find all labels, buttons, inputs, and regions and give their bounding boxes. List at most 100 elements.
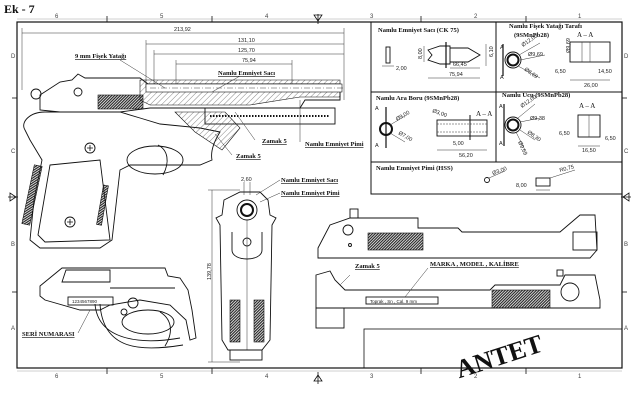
detail-box-chamber-end: Namlu Fişek Yatağı Tarafı (9SMnPb28) A A… bbox=[500, 23, 612, 89]
zone-left-D: D bbox=[11, 54, 16, 60]
box-chamber-title: Namlu Fişek Yatağı Tarafı bbox=[509, 23, 582, 30]
center-mark-top-icon bbox=[313, 14, 323, 24]
box-sleeve-dim-0: 2,00 bbox=[396, 66, 407, 72]
detail-box-safety-pin: Namlu Emniyet Pimi (HSS) Ø3,00 R0,75 8,0… bbox=[376, 164, 576, 191]
title-block bbox=[363, 328, 623, 369]
detail-box-muzzle: Namlu Ucu (9SMnPb28) A A Ø12,00 Ø9,38 Ø8… bbox=[499, 92, 616, 156]
zone-right-C: C bbox=[624, 149, 629, 155]
zone-top-6: 6 bbox=[55, 14, 59, 20]
slide-label-zamak: Zamak 5 bbox=[355, 263, 380, 270]
main-dimensions bbox=[21, 28, 345, 100]
sheet-border bbox=[16, 21, 623, 369]
box-sleeve-dim-2: 66,45 bbox=[453, 62, 467, 68]
zone-bottom-4: 4 bbox=[265, 374, 269, 380]
box-midtube-dim-0: Ø9,00 bbox=[395, 110, 411, 123]
frame-serial-plate: 1234567890 bbox=[72, 299, 98, 304]
zone-top-3: 3 bbox=[370, 14, 374, 20]
slide-view-lower bbox=[315, 267, 601, 329]
slide-marking-plate: Toprak , Sn , Cal. 9 mm bbox=[370, 299, 417, 304]
frame-serial-label: SERİ NUMARASI bbox=[22, 331, 75, 338]
front-dim-height: 139,78 bbox=[207, 263, 213, 280]
zone-bottom-5: 5 bbox=[160, 374, 164, 380]
box-chamber-mark-a1: A bbox=[500, 45, 504, 51]
detail-box-mid-tube: Namlu Ara Boru (9SMnPb28) A A Ø9,00 Ø7,0… bbox=[375, 95, 492, 159]
dim-barrel-length: 131,10 bbox=[238, 38, 255, 44]
box-muzzle-section: A – A bbox=[579, 102, 595, 110]
front-dim-width: 2,60 bbox=[241, 177, 252, 183]
box-muzzle-dim-2: Ø8,30 bbox=[526, 130, 542, 144]
box-chamber-dim-2: Ø8,69 bbox=[523, 67, 539, 81]
box-chamber-dim-5: 14,50 bbox=[598, 69, 612, 75]
box-midtube-dim-4: 56,20 bbox=[459, 153, 473, 159]
box-chamber-dim-1: Ø9,69 bbox=[528, 52, 543, 58]
center-mark-left-icon bbox=[8, 192, 18, 202]
box-midtube-dim-3: 5,00 bbox=[453, 141, 464, 147]
label-barrel-safety-sleeve: Namlu Emniyet Sacı bbox=[218, 70, 275, 77]
detail-box-sleeve: Namlu Emniyet Sacı (CK 75) 2,00 8,00 66,… bbox=[378, 27, 495, 79]
slide-view-upper bbox=[317, 208, 598, 259]
zone-bottom-1: 1 bbox=[578, 374, 582, 380]
zone-right-D: D bbox=[624, 54, 629, 60]
box-muzzle-dim-4: 6,50 bbox=[559, 131, 570, 137]
zone-left-B: B bbox=[11, 242, 15, 248]
box-pin-title: Namlu Emniyet Pimi (HSS) bbox=[376, 165, 453, 172]
box-muzzle-dim-1: Ø9,38 bbox=[530, 116, 545, 122]
dim-overall-length: 213,92 bbox=[174, 27, 191, 33]
slide-label-marking: MARKA , MODEL , KALİBRE bbox=[430, 261, 519, 268]
zone-bottom-6: 6 bbox=[55, 374, 59, 380]
bottom-zone-ticks bbox=[106, 368, 527, 374]
box-chamber-dim-4: 6,50 bbox=[555, 69, 566, 75]
left-zone-ticks bbox=[12, 97, 17, 293]
dim-sleeve-length: 75,94 bbox=[242, 58, 256, 64]
frame-view bbox=[39, 267, 197, 349]
box-muzzle-dim-3: Ø9,69 bbox=[516, 140, 528, 156]
zone-bottom-3: 3 bbox=[370, 374, 374, 380]
zone-top-1: 1 bbox=[578, 14, 582, 20]
right-zone-ticks bbox=[622, 97, 627, 293]
front-label-pin: Namlu Emniyet Pimi bbox=[281, 190, 340, 197]
label-chamber: 9 mm Fişek Yatağı bbox=[75, 53, 126, 60]
box-muzzle-title: Namlu Ucu (9SMnPb28) bbox=[502, 92, 570, 99]
box-midtube-title: Namlu Ara Boru (9SMnPb28) bbox=[376, 95, 459, 102]
sheet-title: Ek - 7 bbox=[4, 2, 35, 16]
box-pin-dim-2: 8,00 bbox=[516, 183, 527, 189]
box-sleeve-dim-3: 6,10 bbox=[489, 46, 495, 57]
box-midtube-dim-1: Ø7,00 bbox=[397, 131, 413, 144]
detail-panel bbox=[370, 21, 623, 195]
main-pistol-view: 213,92 131,10 125,70 75,94 bbox=[21, 27, 345, 249]
box-chamber-subtitle: (9SMnPb28) bbox=[514, 32, 549, 39]
box-midtube-mark-a1: A bbox=[375, 106, 379, 112]
label-zamak-lower: Zamak 5 bbox=[236, 153, 261, 160]
zone-left-C: C bbox=[11, 149, 16, 155]
box-chamber-dim-3: Ø9,69 bbox=[566, 38, 572, 53]
box-chamber-section: A – A bbox=[577, 31, 593, 39]
box-midtube-mark-a2: A bbox=[375, 143, 379, 149]
zone-top-5: 5 bbox=[160, 14, 164, 20]
center-mark-bottom-icon bbox=[313, 372, 323, 384]
box-muzzle-dim-5: 6,50 bbox=[605, 136, 616, 142]
zone-top-4: 4 bbox=[265, 14, 269, 20]
label-barrel-safety-pin: Namlu Emniyet Pimi bbox=[305, 141, 364, 148]
box-muzzle-dim-6: 16,50 bbox=[582, 148, 596, 154]
box-sleeve-dim-4: 75,94 bbox=[449, 72, 463, 78]
box-chamber-mark-a2: A bbox=[500, 75, 504, 81]
center-mark-right-icon bbox=[621, 192, 631, 202]
zone-bottom-2: 2 bbox=[474, 374, 478, 380]
dim-barrel-inner: 125,70 bbox=[238, 48, 255, 54]
zone-right-B: B bbox=[624, 242, 628, 248]
box-sleeve-title: Namlu Emniyet Sacı (CK 75) bbox=[378, 27, 459, 34]
label-zamak-upper: Zamak 5 bbox=[262, 138, 287, 145]
front-label-sleeve: Namlu Emniyet Sacı bbox=[281, 177, 338, 184]
box-pin-dim-0: Ø3,00 bbox=[492, 166, 508, 177]
box-muzzle-mark-a1: A bbox=[499, 104, 503, 110]
box-muzzle-mark-a2: A bbox=[499, 141, 503, 147]
top-zone-ticks bbox=[106, 16, 527, 22]
title-block-antet: ANTET bbox=[452, 329, 546, 384]
box-pin-dim-1: R0,75 bbox=[559, 164, 575, 174]
box-chamber-dim-6: 26,00 bbox=[584, 83, 598, 89]
box-sleeve-dim-1: 8,00 bbox=[418, 48, 424, 59]
zone-top-2: 2 bbox=[474, 14, 478, 20]
zone-right-A: A bbox=[624, 326, 628, 332]
box-midtube-section: A – A bbox=[476, 110, 492, 118]
